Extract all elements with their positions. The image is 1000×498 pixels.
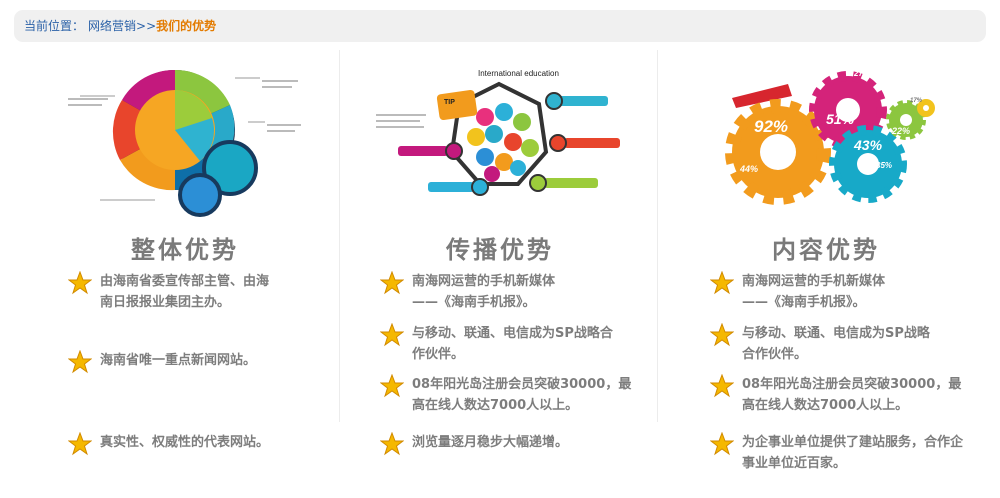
item-text: 真实性、权威性的代表网站。 bbox=[100, 435, 270, 450]
star-icon bbox=[380, 374, 404, 398]
list-item: 真实性、权威性的代表网站。 bbox=[68, 432, 269, 456]
star-icon bbox=[380, 432, 404, 456]
column-title: 内容优势 bbox=[772, 236, 880, 264]
list-item: 海南省唯一重点新闻网站。 bbox=[68, 350, 256, 374]
gear-label: 35% bbox=[876, 161, 892, 170]
star-icon bbox=[380, 323, 404, 347]
column-title: 整体优势 bbox=[131, 236, 239, 264]
list-item: 浏览量逐月稳步大幅递增。 bbox=[380, 432, 568, 456]
item-text: 08年阳光岛注册会员突破30000，最 bbox=[412, 377, 632, 392]
item-text: 南海网运营的手机新媒体 bbox=[742, 274, 886, 289]
star-icon bbox=[710, 432, 734, 456]
item-text: 事业单位近百家。 bbox=[742, 456, 847, 471]
breadcrumb-link-network-marketing[interactable]: 网络营销 bbox=[88, 19, 137, 33]
item-text: 浏览量逐月稳步大幅递增。 bbox=[412, 435, 569, 450]
item-text: 南海网运营的手机新媒体 bbox=[412, 274, 556, 289]
breadcrumb-label: 当前位置： bbox=[24, 19, 85, 33]
column-divider bbox=[657, 50, 658, 422]
item-text: 由海南省委宣传部主管、由海 bbox=[100, 274, 270, 289]
gear-yellow: 17% bbox=[910, 98, 935, 117]
list-item: 南海网运营的手机新媒体 ——《海南手机报》。 bbox=[380, 271, 555, 313]
gear-label: 92% bbox=[754, 117, 788, 136]
gears-infographic-illustration: 92% 44% 51% 27% 43% 35% 22% 17% bbox=[725, 69, 935, 205]
list-item: 为企事业单位提供了建站服务，合作企事业单位近百家。 bbox=[710, 432, 963, 474]
breadcrumb-current: 我们的优势 bbox=[156, 19, 217, 33]
item-text: 08年阳光岛注册会员突破30000，最 bbox=[742, 377, 962, 392]
item-text: 与移动、联通、电信成为SP战略合 bbox=[412, 326, 613, 341]
gear-orange: 92% 44% bbox=[725, 99, 831, 205]
item-text: 南日报报业集团主办。 bbox=[100, 295, 231, 310]
item-text: ——《海南手机报》。 bbox=[412, 295, 536, 310]
star-icon bbox=[380, 271, 404, 295]
item-text: 作伙伴。 bbox=[412, 347, 465, 362]
item-text: 为企事业单位提供了建站服务，合作企 bbox=[742, 435, 964, 450]
star-icon bbox=[710, 323, 734, 347]
column-divider bbox=[339, 50, 340, 422]
gear-label: 43% bbox=[853, 137, 883, 153]
star-icon bbox=[68, 350, 92, 374]
list-item: 与移动、联通、电信成为SP战略合作伙伴。 bbox=[710, 323, 930, 365]
gear-teal: 43% 35% bbox=[829, 125, 907, 203]
breadcrumb-bar: 当前位置：网络营销>>我们的优势 bbox=[14, 10, 986, 42]
list-item: 由海南省委宣传部主管、由海南日报报业集团主办。 bbox=[68, 271, 269, 313]
gear-label: 44% bbox=[739, 164, 758, 174]
gear-label: 17% bbox=[910, 98, 923, 104]
list-item: 与移动、联通、电信成为SP战略合作伙伴。 bbox=[380, 323, 613, 365]
gear-label: 51% bbox=[826, 111, 855, 127]
star-icon bbox=[710, 374, 734, 398]
list-item: 08年阳光岛注册会员突破30000，最高在线人数达7000人以上。 bbox=[380, 374, 631, 416]
item-text: 高在线人数达7000人以上。 bbox=[412, 398, 579, 413]
star-icon bbox=[68, 271, 92, 295]
list-item: 08年阳光岛注册会员突破30000，最高在线人数达7000人以上。 bbox=[710, 374, 961, 416]
infographic-title: International education bbox=[478, 69, 559, 78]
gear-label: 22% bbox=[891, 126, 910, 136]
gear-green: 22% bbox=[886, 100, 926, 140]
column-title: 传播优势 bbox=[446, 236, 554, 264]
item-text: ——《海南手机报》。 bbox=[742, 295, 866, 310]
gear-label: 27% bbox=[853, 69, 870, 78]
svg-text:TIP: TIP bbox=[444, 99, 455, 106]
breadcrumb: 当前位置：网络营销>>我们的优势 bbox=[24, 18, 216, 34]
item-text: 海南省唯一重点新闻网站。 bbox=[100, 353, 257, 368]
list-item: 南海网运营的手机新媒体 ——《海南手机报》。 bbox=[710, 271, 885, 313]
breadcrumb-separator: >> bbox=[136, 19, 157, 33]
hexagon-infographic-illustration: International education TIP bbox=[376, 69, 620, 196]
circular-infographic-illustration bbox=[68, 69, 301, 217]
item-text: 合作伙伴。 bbox=[742, 347, 808, 362]
item-text: 高在线人数达7000人以上。 bbox=[742, 398, 909, 413]
item-text: 与移动、联通、电信成为SP战略 bbox=[742, 326, 930, 341]
star-icon bbox=[710, 271, 734, 295]
star-icon bbox=[68, 432, 92, 456]
